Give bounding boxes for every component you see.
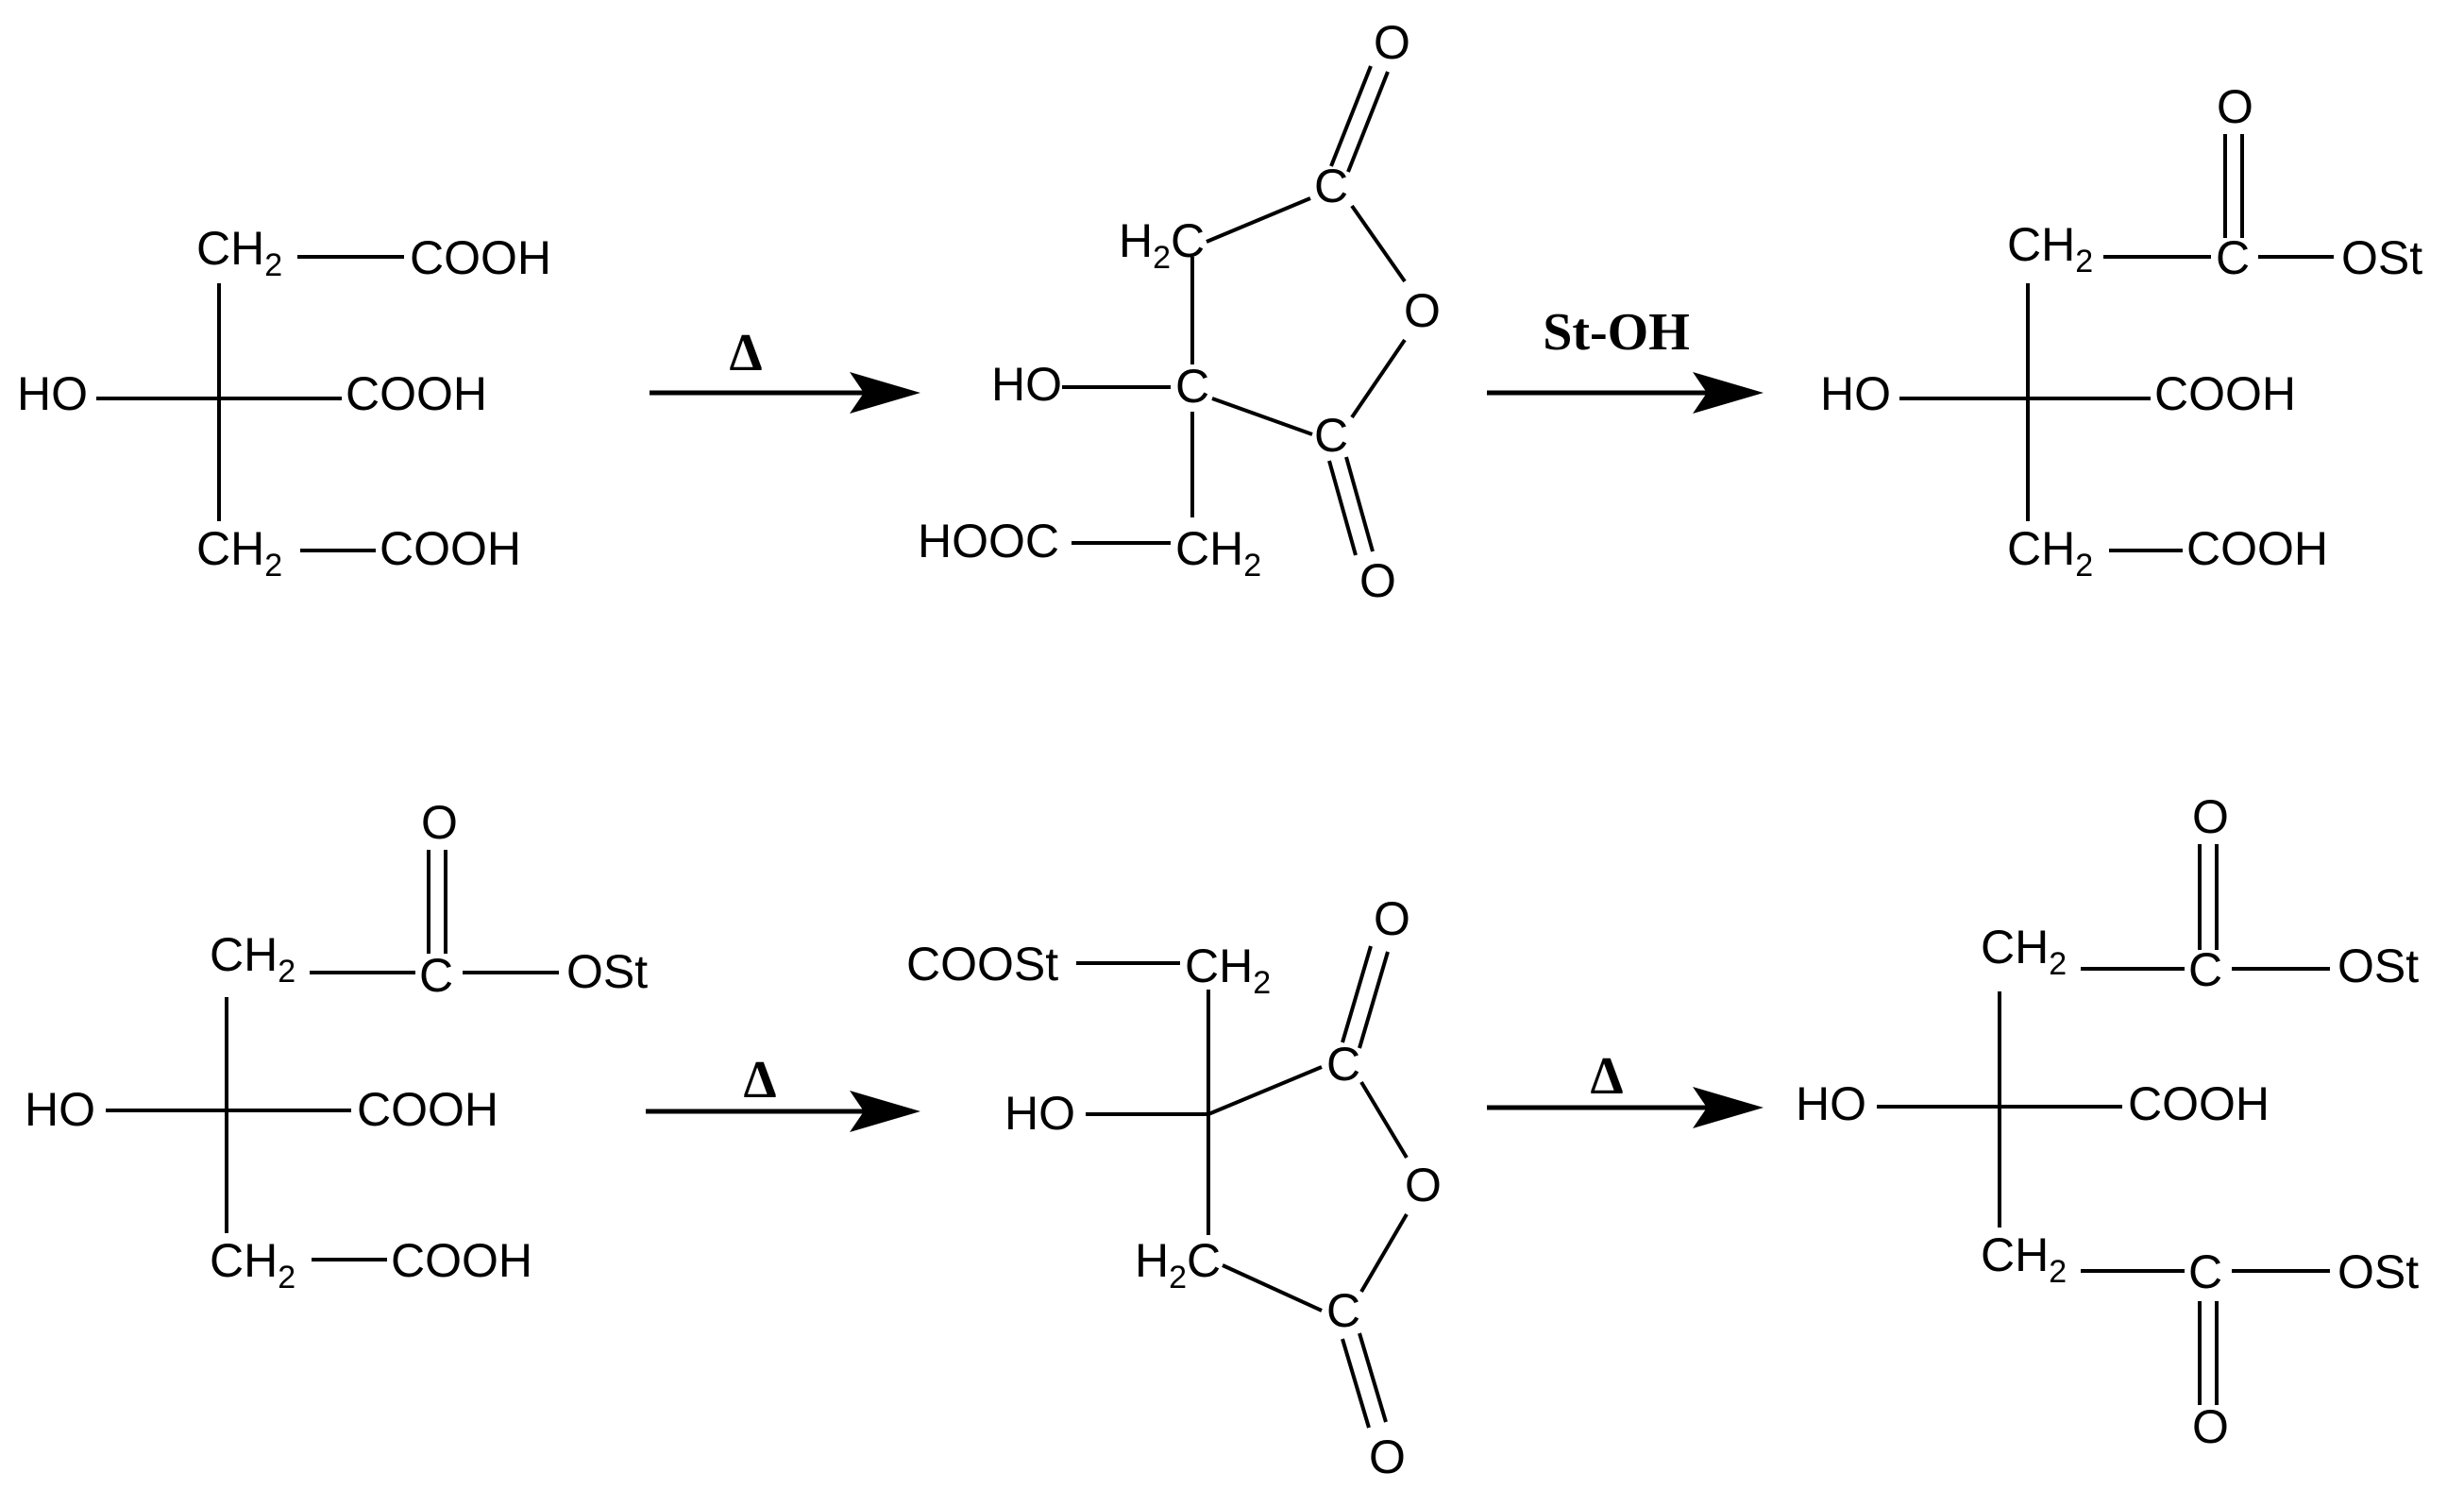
- coost-label: COOSt: [906, 938, 1058, 991]
- h2c-label: H2C: [1119, 214, 1205, 276]
- c-label: C: [2188, 1245, 2222, 1298]
- ch2-label: CH2: [1185, 940, 1271, 1001]
- ch2-top-label: CH2: [196, 222, 282, 283]
- ho-label: HO: [17, 367, 88, 420]
- arrowhead: [850, 372, 920, 414]
- bond: [1359, 1080, 1409, 1160]
- c-label: C: [1314, 160, 1348, 212]
- citric-diester: O CH2 C OSt HO COOH CH2 C OSt O: [1796, 790, 2419, 1453]
- ch2-bottom-label: CH2: [2007, 522, 2093, 584]
- bond: [1207, 1065, 1323, 1116]
- ch2-bottom-label: CH2: [1981, 1228, 2067, 1290]
- c-label: C: [1326, 1038, 1360, 1091]
- o-label: O: [2217, 80, 2253, 133]
- bond: [1222, 1263, 1323, 1312]
- arrowhead: [1693, 1087, 1764, 1128]
- bond: [1206, 196, 1311, 244]
- cooh-top-label: COOH: [410, 231, 551, 284]
- arrowhead: [1693, 372, 1764, 414]
- bond: [1350, 338, 1407, 419]
- o-label: O: [421, 796, 458, 849]
- ho-label: HO: [25, 1083, 95, 1136]
- ch2-bottom-label: CH2: [210, 1234, 295, 1295]
- heat-condition-label: Δ: [743, 1051, 776, 1109]
- ho-label: HO: [1004, 1087, 1075, 1140]
- citric-anhydride-2: COOSt CH2 O C HO O H2C C O: [906, 892, 1442, 1483]
- bond: [1341, 945, 1373, 1043]
- bond: [1327, 460, 1358, 556]
- heat-condition-label: Δ: [729, 324, 762, 382]
- cooh-mid-label: COOH: [2154, 367, 2296, 420]
- ho-label: HO: [1796, 1077, 1866, 1130]
- ho-label: HO: [1820, 367, 1891, 420]
- ost-label: OSt: [566, 945, 648, 998]
- cooh-mid-label: COOH: [346, 367, 487, 420]
- cooh-mid-label: COOH: [2128, 1077, 2270, 1130]
- reaction-arrow-3: Δ: [646, 1051, 920, 1132]
- bond: [1346, 71, 1390, 173]
- reaction-arrow-1: Δ: [650, 324, 920, 414]
- c-label: C: [2216, 231, 2250, 284]
- ch2-top-label: CH2: [210, 928, 295, 990]
- c-label: C: [1326, 1284, 1360, 1337]
- o-label: O: [1359, 554, 1396, 607]
- hooc-label: HOOC: [918, 515, 1059, 567]
- bond: [1211, 397, 1313, 436]
- heat-condition-label: Δ: [1590, 1047, 1623, 1106]
- ring-o-label: O: [1405, 1159, 1442, 1211]
- reaction-arrow-4: Δ: [1487, 1047, 1764, 1128]
- h2c-label: H2C: [1135, 1234, 1221, 1295]
- citric-monoester: O CH2 C OSt HO COOH CH2 COOH: [1820, 80, 2422, 584]
- cooh-bottom-label: COOH: [391, 1234, 532, 1287]
- ho-label: HO: [991, 358, 1062, 411]
- c-label: C: [2188, 943, 2222, 996]
- c-label: C: [419, 949, 453, 1002]
- bond: [1350, 204, 1407, 283]
- cooh-bottom-label: COOH: [380, 522, 521, 575]
- o-label: O: [1374, 16, 1410, 69]
- ost-label: OSt: [2341, 231, 2422, 284]
- o-label: O: [1369, 1431, 1406, 1483]
- bond: [1358, 1332, 1388, 1423]
- o-label: O: [2192, 790, 2229, 843]
- reaction-arrow-2: St-OH: [1487, 303, 1764, 414]
- ost-label: OSt: [2337, 1245, 2419, 1298]
- ch2-label: CH2: [1175, 522, 1261, 584]
- c-label: C: [1314, 409, 1348, 462]
- ch2-top-label: CH2: [2007, 218, 2093, 279]
- o-label: O: [2192, 1400, 2229, 1453]
- ring-o-label: O: [1404, 284, 1441, 337]
- st-oh-condition-label: St-OH: [1543, 303, 1690, 362]
- arrowhead: [850, 1091, 920, 1132]
- o-label: O: [1374, 892, 1410, 945]
- citric-acid: CH2 COOH HO COOH CH2 COOH: [17, 222, 551, 584]
- cooh-bottom-label: COOH: [2186, 522, 2328, 575]
- ch2-top-label: CH2: [1981, 921, 2067, 982]
- citric-anhydride-1: O C H2C O HO C C HOOC CH2 O: [918, 16, 1441, 607]
- ch2-bottom-label: CH2: [196, 522, 282, 584]
- bond: [1344, 456, 1375, 552]
- c-center-label: C: [1175, 360, 1209, 413]
- cooh-mid-label: COOH: [357, 1083, 498, 1136]
- bond: [1359, 1212, 1409, 1294]
- ost-label: OSt: [2337, 940, 2419, 992]
- bond: [1341, 1338, 1371, 1429]
- bond: [1358, 951, 1390, 1049]
- bond: [1329, 65, 1373, 167]
- citric-monoester-reactant: O CH2 C OSt HO COOH CH2 COOH: [25, 796, 648, 1295]
